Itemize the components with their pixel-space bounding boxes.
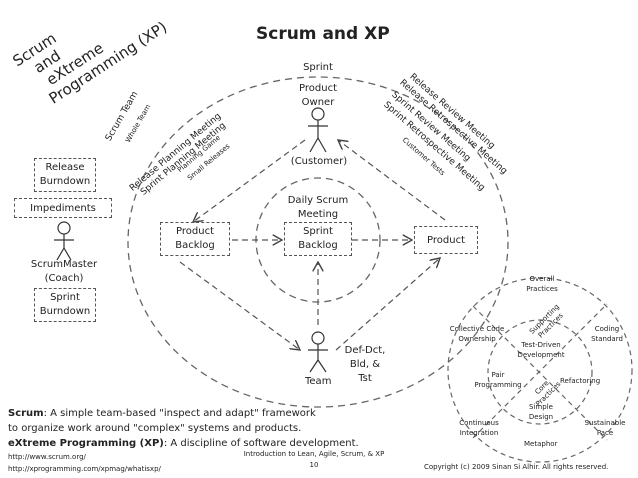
scrum-definition-text: : A simple team-based "inspect and adapt… (43, 408, 316, 419)
xp-ci-line: Continuous (459, 419, 499, 427)
sprint-burndown-line: Sprint (50, 292, 80, 303)
product-backlog-line: Backlog (175, 240, 215, 251)
xp-url-link[interactable]: http://xprogramming.com/xpmag/whatisxp/ (8, 465, 161, 473)
arrow-team-to-product (335, 258, 440, 351)
team-note-line: Def-Dct, (344, 345, 386, 356)
page-title: Scrum and XP (256, 24, 390, 44)
scrummaster-line: ScrumMaster (30, 259, 98, 270)
copyright-text: Copyright (c) 2009 Sinan Si Alhir. All r… (424, 463, 609, 471)
xp-tdd-label: Test-Driven Development (514, 340, 568, 360)
footer-center-title: Introduction to Lean, Agile, Scrum, & XP (243, 450, 385, 458)
xp-pair-line: Pair (491, 371, 505, 379)
arrow-product-to-owner (338, 140, 446, 221)
xp-simple-line: Design (528, 413, 554, 421)
scrummaster-label: ScrumMaster (Coach) (22, 258, 106, 286)
product-owner-line: Product (299, 83, 337, 94)
scrummaster-line: (Coach) (44, 273, 84, 284)
sprint-backlog-line: Sprint (303, 226, 333, 237)
product-owner-figure (308, 107, 328, 153)
team-note-line: Tst (358, 373, 372, 384)
sprint-backlog-box: Sprint Backlog (284, 222, 352, 256)
xp-overall-line: Practices (526, 285, 558, 293)
daily-scrum-line: Meeting (297, 209, 339, 220)
xp-definition-text: : A discipline of software development. (163, 438, 359, 449)
xp-collective-label: Collective Code Ownership (446, 324, 508, 344)
scrummaster-figure (54, 221, 74, 261)
product-label: Product (427, 234, 465, 246)
daily-scrum-line: Daily Scrum (287, 195, 349, 206)
xp-metaphor-label: Metaphor (524, 440, 558, 448)
xp-refactoring-label: Refactoring (560, 377, 601, 385)
xp-pair-line: Programming (474, 381, 522, 389)
product-owner-label: Product Owner (293, 82, 343, 110)
xp-simple-line: Simple (529, 403, 553, 411)
daily-scrum-label: Daily Scrum Meeting (278, 194, 358, 222)
xp-coding-standard-line: Coding (594, 325, 620, 333)
team-notes: Def-Dct, Bld, & Tst (342, 344, 388, 386)
scrum-url-link[interactable]: http://www.scrum.org/ (8, 453, 86, 461)
product-owner-line: Owner (301, 97, 335, 108)
xp-collective-line: Collective Code (449, 325, 505, 333)
xp-overall-line: Overall (529, 275, 555, 283)
xp-simple-label: Simple Design (516, 402, 566, 422)
customer-label: (Customer) (290, 156, 348, 167)
xp-tdd-line: Development (517, 351, 565, 359)
sprint-burndown-box: Sprint Burndown (34, 288, 96, 322)
team-note-line: Bld, & (349, 359, 381, 370)
release-burndown-line: Release (45, 162, 85, 173)
release-burndown-line: Burndown (39, 176, 91, 187)
xp-overall-label: Overall Practices (520, 274, 564, 294)
team-label: Team (305, 376, 332, 387)
xp-collective-line: Ownership (458, 335, 496, 343)
sprint-cycle-circle (127, 76, 509, 408)
product-box: Product (414, 226, 478, 254)
arrow-backlog-to-team (179, 261, 300, 350)
xp-tdd-line: Test-Driven (521, 341, 561, 349)
impediments-label: Impediments (30, 202, 96, 214)
xp-ci-label: Continuous Integration (452, 418, 506, 438)
xp-sustainable-line: Pace (596, 429, 614, 437)
xp-coding-standard-line: Standard (591, 335, 623, 343)
arrow-owner-to-backlog (193, 139, 306, 222)
sprint-backlog-line: Backlog (298, 240, 338, 251)
xp-definition: eXtreme Programming (XP): A discipline o… (8, 438, 359, 449)
xp-term: eXtreme Programming (XP) (8, 438, 164, 449)
xp-coding-standard-label: Coding Standard (584, 324, 630, 344)
product-backlog-box: Product Backlog (160, 222, 230, 256)
release-burndown-box: Release Burndown (34, 158, 96, 192)
xp-practices-diagram (447, 277, 633, 463)
page-number: 10 (309, 461, 319, 469)
product-backlog-line: Product (176, 226, 214, 237)
xp-sustainable-line: Sustainable (584, 419, 626, 427)
xp-pair-label: Pair Programming (472, 370, 524, 390)
scrum-term: Scrum (8, 408, 44, 419)
sprint-label: Sprint (303, 62, 333, 73)
impediments-box: Impediments (14, 198, 112, 218)
team-figure (308, 331, 328, 373)
sprint-burndown-line: Burndown (39, 306, 91, 317)
xp-ci-line: Integration (459, 429, 499, 437)
scrum-definition-cont: to organize work around "complex" system… (8, 423, 302, 434)
xp-sustainable-label: Sustainable Pace (578, 418, 632, 438)
scrum-definition: Scrum: A simple team-based "inspect and … (8, 408, 316, 419)
